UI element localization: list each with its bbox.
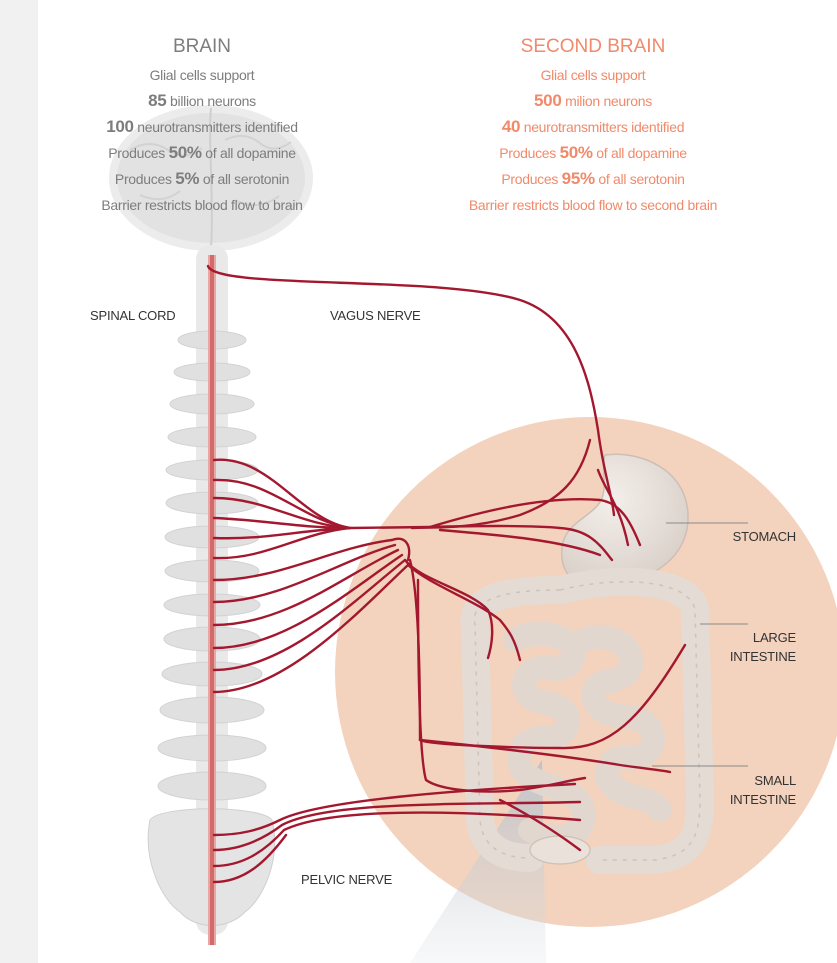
- brain-info-block: BRAIN Glial cells support 85 billion neu…: [37, 34, 367, 218]
- stomach-label: STOMACH: [700, 527, 796, 546]
- second-brain-info-block: SECOND BRAIN Glial cells support 500 mil…: [428, 34, 758, 218]
- second-brain-line-glial: Glial cells support: [428, 62, 758, 88]
- second-brain-line-barrier: Barrier restricts blood flow to second b…: [428, 192, 758, 218]
- spinal-cord-label: SPINAL CORD: [90, 306, 175, 325]
- vagus-nerve-label: VAGUS NERVE: [330, 306, 421, 325]
- brain-line-dopamine: Produces 50% of all dopamine: [37, 140, 367, 166]
- second-brain-line-dopamine: Produces 50% of all dopamine: [428, 140, 758, 166]
- pelvic-nerve-label: PELVIC NERVE: [301, 870, 392, 889]
- brain-line-serotonin: Produces 5% of all serotonin: [37, 166, 367, 192]
- second-brain-line-neurotransmitters: 40 neurotransmitters identified: [428, 114, 758, 140]
- brain-line-neurotransmitters: 100 neurotransmitters identified: [37, 114, 367, 140]
- large-intestine-label-line2: INTESTINE: [700, 647, 796, 666]
- brain-line-barrier: Barrier restricts blood flow to brain: [37, 192, 367, 218]
- large-intestine-label-line1: LARGE: [700, 628, 796, 647]
- small-intestine-label-line2: INTESTINE: [700, 790, 796, 809]
- second-brain-line-neurons: 500 milion neurons: [428, 88, 758, 114]
- second-brain-title: SECOND BRAIN: [428, 34, 758, 60]
- small-intestine-label-line1: SMALL: [700, 771, 796, 790]
- brain-line-glial: Glial cells support: [37, 62, 367, 88]
- brain-line-neurons: 85 billion neurons: [37, 88, 367, 114]
- second-brain-line-serotonin: Produces 95% of all serotonin: [428, 166, 758, 192]
- brain-title: BRAIN: [37, 34, 367, 60]
